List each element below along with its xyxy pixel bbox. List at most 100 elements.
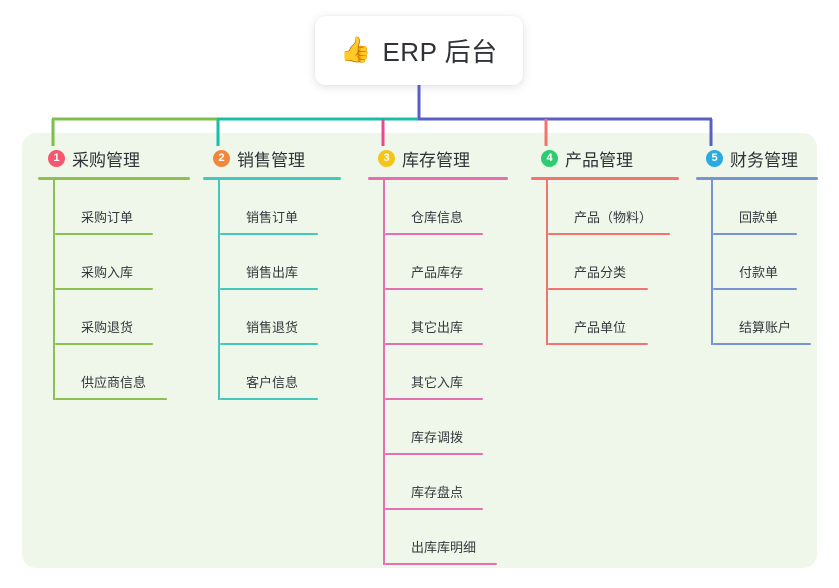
leaf-label: 采购订单 bbox=[81, 210, 134, 225]
leaf-label: 库存调拨 bbox=[411, 430, 464, 445]
leaf-underline bbox=[713, 233, 797, 235]
leaf-underline bbox=[385, 288, 483, 290]
leaf-label: 库存盘点 bbox=[411, 485, 464, 500]
leaf-underline bbox=[548, 343, 648, 345]
leaf-underline bbox=[385, 453, 483, 455]
leaf-underline bbox=[220, 233, 318, 235]
leaf-underline bbox=[220, 398, 318, 400]
branch-items-product: 产品（物料） 产品分类产品单位 bbox=[531, 180, 679, 345]
leaf-label: 销售出库 bbox=[246, 265, 299, 280]
branch-badge-1: 1 bbox=[48, 149, 65, 167]
branch-items-finance: 回款单付款单结算账户 bbox=[696, 180, 818, 345]
leaf-node[interactable]: 采购入库 bbox=[55, 235, 190, 290]
leaf-node[interactable]: 产品库存 bbox=[385, 235, 508, 290]
leaf-label: 结算账户 bbox=[739, 320, 792, 335]
leaf-node[interactable]: 出库库明细 bbox=[385, 510, 508, 565]
branch-spine-inventory bbox=[383, 180, 385, 565]
root-node-erp-backend[interactable]: 👍 ERP 后台 bbox=[315, 16, 523, 85]
leaf-node[interactable]: 销售退货 bbox=[220, 290, 341, 345]
leaf-node[interactable]: 库存盘点 bbox=[385, 455, 508, 510]
leaf-underline bbox=[55, 233, 153, 235]
branch-items-purchase: 采购订单采购入库采购退货供应商信息 bbox=[38, 180, 190, 400]
leaf-underline bbox=[55, 343, 153, 345]
leaf-label: 其它入库 bbox=[411, 375, 464, 390]
branch-spine-purchase bbox=[53, 180, 55, 400]
leaf-label: 产品库存 bbox=[411, 265, 464, 280]
branch-column-purchase: 1 采购管理采购订单采购入库采购退货供应商信息 bbox=[38, 145, 190, 400]
branch-column-product: 4 产品管理产品（物料） 产品分类产品单位 bbox=[531, 145, 679, 345]
branch-spine-product bbox=[546, 180, 548, 345]
leaf-underline bbox=[55, 288, 153, 290]
branch-column-finance: 5 财务管理回款单付款单结算账户 bbox=[696, 145, 818, 345]
leaf-node[interactable]: 供应商信息 bbox=[55, 345, 190, 400]
leaf-underline bbox=[385, 398, 483, 400]
branch-underline-purchase bbox=[38, 177, 190, 180]
leaf-node[interactable]: 仓库信息 bbox=[385, 180, 508, 235]
branch-column-sales: 2 销售管理销售订单销售出库销售退货客户信息 bbox=[203, 145, 341, 400]
leaf-label: 产品（物料） bbox=[574, 210, 653, 225]
leaf-label: 出库库明细 bbox=[411, 540, 477, 555]
leaf-underline bbox=[713, 343, 811, 345]
leaf-node[interactable]: 采购退货 bbox=[55, 290, 190, 345]
leaf-label: 其它出库 bbox=[411, 320, 464, 335]
branch-title-product: 产品管理 bbox=[565, 150, 633, 170]
branch-header-purchase[interactable]: 1 采购管理 bbox=[38, 145, 190, 171]
branch-badge-5: 5 bbox=[706, 149, 723, 167]
branch-spine-sales bbox=[218, 180, 220, 400]
leaf-underline bbox=[220, 343, 318, 345]
leaf-label: 仓库信息 bbox=[411, 210, 464, 225]
leaf-label: 销售退货 bbox=[246, 320, 299, 335]
leaf-node[interactable]: 产品（物料） bbox=[548, 180, 679, 235]
leaf-node[interactable]: 其它出库 bbox=[385, 290, 508, 345]
leaf-underline bbox=[55, 398, 167, 400]
leaf-node[interactable]: 产品单位 bbox=[548, 290, 679, 345]
leaf-label: 供应商信息 bbox=[81, 375, 147, 390]
leaf-underline bbox=[220, 288, 318, 290]
leaf-label: 采购退货 bbox=[81, 320, 134, 335]
leaf-node[interactable]: 销售订单 bbox=[220, 180, 341, 235]
leaf-underline bbox=[548, 288, 648, 290]
leaf-node[interactable]: 结算账户 bbox=[713, 290, 818, 345]
leaf-node[interactable]: 产品分类 bbox=[548, 235, 679, 290]
leaf-underline bbox=[548, 233, 670, 235]
leaf-label: 回款单 bbox=[739, 210, 779, 225]
branch-underline-inventory bbox=[368, 177, 508, 180]
leaf-label: 产品分类 bbox=[574, 265, 627, 280]
branch-title-sales: 销售管理 bbox=[237, 150, 305, 170]
leaf-underline bbox=[385, 343, 483, 345]
leaf-label: 客户信息 bbox=[246, 375, 299, 390]
leaf-underline bbox=[385, 563, 497, 565]
branch-items-sales: 销售订单销售出库销售退货客户信息 bbox=[203, 180, 341, 400]
branch-title-purchase: 采购管理 bbox=[72, 150, 140, 170]
leaf-label: 采购入库 bbox=[81, 265, 134, 280]
root-node-title: ERP 后台 bbox=[382, 37, 498, 67]
branch-underline-product bbox=[531, 177, 679, 180]
branch-header-finance[interactable]: 5 财务管理 bbox=[696, 145, 818, 171]
branch-title-inventory: 库存管理 bbox=[402, 150, 470, 170]
leaf-underline bbox=[713, 288, 797, 290]
leaf-node[interactable]: 付款单 bbox=[713, 235, 818, 290]
branch-underline-sales bbox=[203, 177, 341, 180]
branch-spine-finance bbox=[711, 180, 713, 345]
leaf-node[interactable]: 客户信息 bbox=[220, 345, 341, 400]
branch-header-sales[interactable]: 2 销售管理 bbox=[203, 145, 341, 171]
leaf-label: 产品单位 bbox=[574, 320, 627, 335]
leaf-underline bbox=[385, 508, 483, 510]
leaf-node[interactable]: 采购订单 bbox=[55, 180, 190, 235]
leaf-label: 销售订单 bbox=[246, 210, 299, 225]
leaf-node[interactable]: 库存调拨 bbox=[385, 400, 508, 455]
diagram-background-panel bbox=[22, 133, 817, 568]
leaf-node[interactable]: 销售出库 bbox=[220, 235, 341, 290]
branch-badge-2: 2 bbox=[213, 149, 230, 167]
branch-items-inventory: 仓库信息产品库存其它出库其它入库库存调拨库存盘点出库库明细 bbox=[368, 180, 508, 565]
leaf-underline bbox=[385, 233, 483, 235]
branch-title-finance: 财务管理 bbox=[730, 150, 798, 170]
branch-badge-4: 4 bbox=[541, 149, 558, 167]
branch-underline-finance bbox=[696, 177, 818, 180]
leaf-node[interactable]: 回款单 bbox=[713, 180, 818, 235]
leaf-node[interactable]: 其它入库 bbox=[385, 345, 508, 400]
branch-header-product[interactable]: 4 产品管理 bbox=[531, 145, 679, 171]
thumbs-up-icon: 👍 bbox=[340, 36, 372, 64]
